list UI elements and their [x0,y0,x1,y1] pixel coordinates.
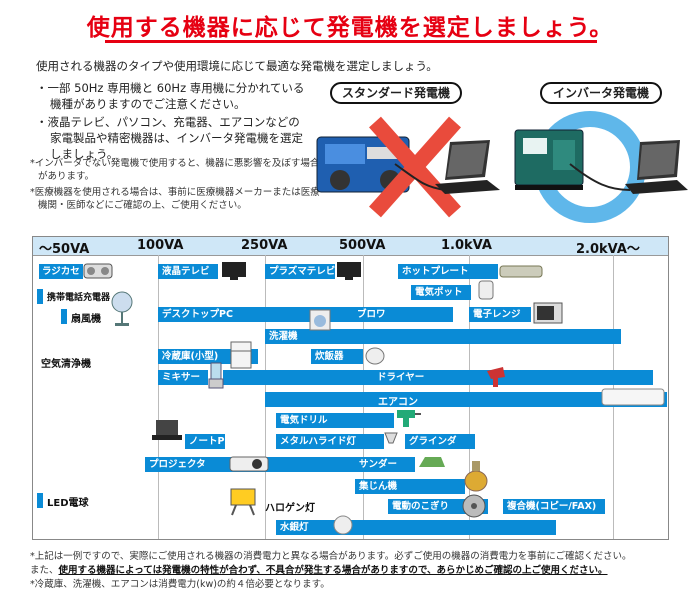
device-hot-plate: ホットプレート [398,264,498,279]
device-metal-halide: メタルハライド灯 [276,434,384,449]
device-marker [37,493,43,508]
page-title: 使用する機器に応じて発電機を選定しましょう。 [86,15,614,41]
cross-icon [369,116,461,218]
device-microwave: 電子レンジ [469,307,531,322]
note-item: *医療機器を使用される場合は、事前に医療機器メーカーまたは医療機関・医師などにご… [30,187,320,211]
dryer-icon [487,367,505,387]
device-copier: 複合機(コピー/FAX) [503,499,605,514]
device-pot: 電気ポット [411,285,471,300]
lamp-icon [384,432,398,444]
grid-line [158,255,159,539]
fan-icon [111,291,133,326]
device-aircon-bar [265,392,667,407]
axis-tick: 100VA [137,238,184,253]
fridge-icon [230,341,252,369]
device-mercury: 水銀灯 [276,520,556,535]
axis-tick: 250VA [241,238,288,253]
device-halogen: ハロゲン灯 [265,503,315,514]
footer-line: *冷蔵庫、洗濯機、エアコンは消費電力(kw)の約４倍必要となります。 [30,579,330,590]
device-grinder: グラインダ [405,434,475,449]
laptop-icon [435,140,500,194]
tv-icon [337,262,361,280]
device-aircon: エアコン [378,397,418,408]
device-drill: 電気ドリル [276,413,394,428]
title-underline [105,40,597,43]
standard-generator-icon [316,136,410,193]
device-air-purifier: 空気清浄機 [41,359,91,370]
hot-plate-icon [499,265,543,278]
footer-line: *上記は一例ですので、実際にご使用される機器の消費電力と異なる場合があります。必… [30,551,632,562]
device-rice-cooker: 炊飯器 [311,349,363,364]
aircon-icon [601,388,665,406]
device-marker [61,309,67,324]
bullet-list: ・一部 50Hz 専用機と 60Hz 専用機に分かれている機種がありますのでご注… [36,80,306,164]
footer-line: また、使用する機器によっては発電機の特性が合わず、不具合が発生する場合があります… [30,564,690,578]
axis-tick: 2.0kVA〜 [576,242,640,257]
bullet-item: ・液晶テレビ、パソコン、充電器、エアコンなどの家電製品や精密機器は、インバータ発… [36,115,303,161]
mercury-lamp-icon [333,515,353,535]
vacuum-icon [464,461,488,492]
mixer-icon [208,362,224,389]
axis-tick: 500VA [339,238,386,253]
saw-icon [462,494,486,518]
washer-icon [309,309,331,331]
inverter-generator-icon [514,129,584,190]
projector-icon [229,456,269,472]
rice-cooker-icon [365,347,385,365]
device-lcd-tv: 液晶テレビ [158,264,218,279]
device-washer: 洗濯機 [265,329,621,344]
device-mixer: ミキサー [158,370,208,385]
device-marker [37,289,43,304]
device-plasma-tv: プラズマテレビ [265,264,335,279]
notes: *インバータでない発電機で使用すると、機器に悪影響を及ぼす場合があります。 *医… [30,157,320,215]
footer-text: また、 [30,565,59,576]
device-desktop-pc: デスクトップPC [158,307,363,322]
axis-tick: 1.0kVA [441,238,492,253]
device-blower: ブロワ [353,307,453,322]
footer-warning: 使用する機器によっては発電機の特性が合わず、不具合が発生する場合がありますので、… [58,565,608,576]
note-item: *インバータでない発電機で使用すると、機器に悪影響を及ぼす場合があります。 [30,158,320,182]
device-led: LED電球 [47,498,89,509]
device-radio: ラジカセ [39,264,83,279]
sander-icon [419,457,445,467]
standard-generator-label: スタンダード発電機 [330,82,462,104]
pot-icon [478,280,494,300]
device-notebook: ノートPC [185,434,231,449]
device-phone: 携帯電話充電器 [47,293,111,303]
device-dryer: ドライヤー [373,370,483,385]
device-sander: サンダー [355,457,415,472]
tv-icon [222,262,246,280]
inverter-generator-label: インバータ発電機 [540,82,662,104]
footer: *上記は一例ですので、実際にご使用される機器の消費電力と異なる場合があります。必… [30,550,690,592]
device-fan: 扇風機 [71,314,101,325]
radio-icon [83,263,113,279]
generator-comparison-illustration [316,111,688,223]
device-vacuum: 集じん機 [355,479,465,494]
axis-tick: 〜50VA [39,242,90,257]
bullet-item: ・一部 50Hz 専用機と 60Hz 専用機に分かれている機種がありますのでご注… [36,81,305,111]
microwave-icon [533,302,563,324]
power-chart: 〜50VA 100VA 250VA 500VA 1.0kVA 2.0kVA〜 ラ… [32,236,669,540]
halogen-light-icon [230,488,256,516]
axis-band [33,237,668,256]
intro-text: 使用される機器のタイプや使用環境に応じて最適な発電機を選定しましょう。 [36,59,438,73]
laptop-icon [152,420,182,440]
drill-icon [397,410,421,427]
laptop-icon [625,140,688,194]
